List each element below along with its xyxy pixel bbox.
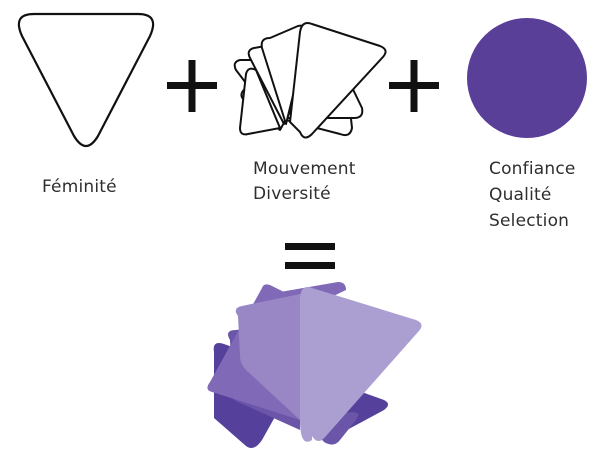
plus-sign-icon	[167, 60, 217, 112]
diversite-label: Diversité	[253, 184, 331, 204]
selection-label: Selection	[489, 211, 570, 231]
purple-circle-icon	[467, 18, 587, 138]
feminite-label: Féminité	[42, 177, 117, 197]
mouvement-label: Mouvement	[253, 159, 356, 179]
triangle-fan-outline-icon	[233, 22, 387, 139]
plus-sign-icon	[389, 60, 439, 112]
qualite-label: Qualité	[489, 185, 552, 205]
confiance-label: Confiance	[489, 159, 576, 179]
equals-sign-icon	[285, 243, 335, 269]
feminine-triangle-icon	[17, 12, 155, 148]
purple-logo-icon	[207, 282, 422, 448]
